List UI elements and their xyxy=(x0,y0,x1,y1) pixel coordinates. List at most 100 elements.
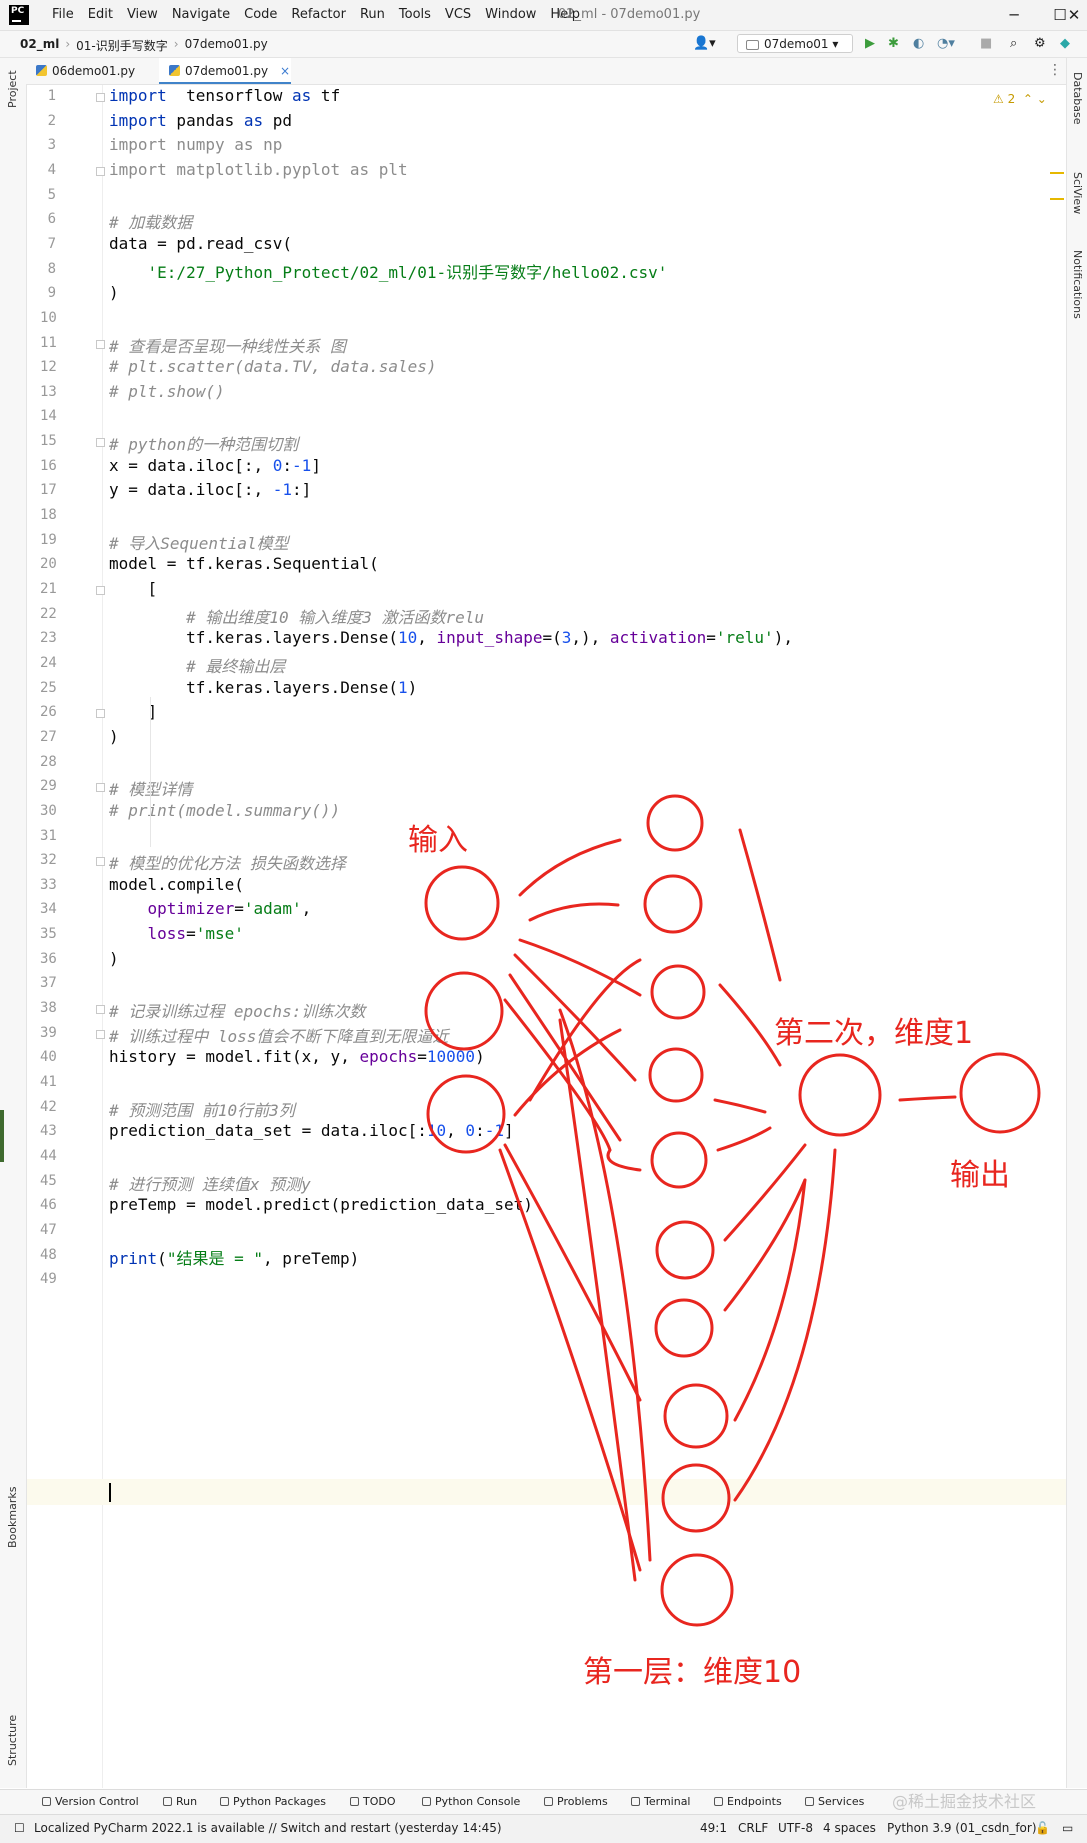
notifications-tool-button[interactable]: Notifications xyxy=(1071,250,1084,319)
code-line[interactable]: ) xyxy=(109,283,119,302)
structure-tool-button[interactable]: Structure xyxy=(6,1714,19,1766)
code-line[interactable]: loss='mse' xyxy=(109,924,244,943)
code-line[interactable]: history = model.fit(x, y, epochs=10000) xyxy=(109,1047,485,1066)
line-number[interactable]: 27 xyxy=(40,728,57,745)
code-line[interactable]: # 导入Sequential模型 xyxy=(109,530,289,554)
code-line[interactable]: # 最终输出层 xyxy=(109,653,285,677)
line-number[interactable]: 23 xyxy=(40,630,57,647)
line-number[interactable]: 43 xyxy=(40,1123,57,1140)
line-number[interactable]: 46 xyxy=(40,1197,57,1214)
line-number[interactable]: 1 xyxy=(47,88,56,104)
line-number[interactable]: 8 xyxy=(47,260,56,277)
line-number[interactable]: 34 xyxy=(40,901,57,918)
code-line[interactable]: # 模型详情 xyxy=(109,776,192,800)
code-line[interactable]: tf.keras.layers.Dense(10, input_shape=(3… xyxy=(109,628,793,647)
line-number[interactable]: 29 xyxy=(40,778,57,795)
line-number[interactable]: 42 xyxy=(40,1098,57,1115)
stop-icon[interactable]: ■ xyxy=(980,36,993,51)
line-number[interactable]: 45 xyxy=(40,1172,57,1189)
fold-marker-icon[interactable] xyxy=(96,438,105,448)
menu-navigate[interactable]: Navigate xyxy=(171,7,231,22)
code-line[interactable]: preTemp = model.predict(prediction_data_… xyxy=(109,1195,533,1214)
menu-vcs[interactable]: VCS xyxy=(444,7,472,22)
line-number[interactable]: 16 xyxy=(40,457,57,474)
code-line[interactable]: data = pd.read_csv( xyxy=(109,234,292,253)
code-line[interactable]: ] xyxy=(109,702,158,721)
run-config-select[interactable]: 07demo01 ▾ xyxy=(737,34,853,53)
python-console-tool-button[interactable]: Python Console xyxy=(422,1795,520,1808)
code-line[interactable]: 'E:/27_Python_Protect/02_ml/01-识别手写数字/he… xyxy=(109,259,668,283)
fold-marker-icon[interactable] xyxy=(96,1005,105,1015)
fold-marker-icon[interactable] xyxy=(96,1029,105,1039)
status-toggle-icon[interactable]: ☐ xyxy=(14,1821,25,1835)
code-line[interactable]: import tensorflow as tf xyxy=(109,86,340,105)
line-number[interactable]: 18 xyxy=(40,507,57,524)
code-line[interactable]: ) xyxy=(109,727,119,746)
code-line[interactable]: # 模型的优化方法 损失函数选择 xyxy=(109,850,346,874)
line-number[interactable]: 36 xyxy=(40,950,57,967)
todo-tool-button[interactable]: TODO xyxy=(350,1795,396,1808)
memory-indicator-icon[interactable]: ▭ xyxy=(1062,1821,1074,1835)
menu-view[interactable]: View xyxy=(126,7,158,22)
breadcrumb-file[interactable]: 07demo01.py xyxy=(184,37,268,51)
endpoints-tool-button[interactable]: Endpoints xyxy=(714,1795,782,1808)
line-number[interactable]: 11 xyxy=(40,334,57,351)
lock-icon[interactable]: 🔓 xyxy=(1035,1821,1050,1835)
code-line[interactable]: # 进行预测 连续值x 预测y xyxy=(109,1171,311,1195)
python-packages-tool-button[interactable]: Python Packages xyxy=(220,1795,326,1808)
line-number[interactable]: 15 xyxy=(40,433,57,450)
line-number[interactable]: 37 xyxy=(40,975,57,992)
code-line[interactable]: ) xyxy=(109,949,119,968)
line-number[interactable]: 40 xyxy=(40,1049,57,1066)
code-line[interactable]: optimizer='adam', xyxy=(109,899,312,918)
menu-code[interactable]: Code xyxy=(244,7,278,22)
error-stripe-mark[interactable] xyxy=(1050,172,1064,174)
line-number[interactable]: 25 xyxy=(40,679,57,696)
bookmarks-tool-button[interactable]: Bookmarks xyxy=(6,1486,19,1548)
line-number[interactable]: 32 xyxy=(40,852,57,869)
error-stripe-mark[interactable] xyxy=(1050,198,1064,200)
file-encoding[interactable]: UTF-8 xyxy=(778,1821,813,1835)
code-line[interactable]: import matplotlib.pyplot as plt xyxy=(109,160,408,179)
line-number[interactable]: 17 xyxy=(40,482,57,499)
sciview-tool-button[interactable]: SciView xyxy=(1071,172,1084,215)
debug-icon[interactable]: ✱ xyxy=(888,36,899,51)
fold-marker-icon[interactable] xyxy=(96,586,105,595)
close-tab-icon[interactable]: × xyxy=(279,64,290,78)
breadcrumb-project[interactable]: 02_ml xyxy=(20,37,60,51)
line-number[interactable]: 38 xyxy=(40,1000,57,1017)
line-number[interactable]: 33 xyxy=(40,876,57,893)
fold-marker-icon[interactable] xyxy=(96,93,105,102)
tab-06demo01[interactable]: 06demo01.py xyxy=(26,58,158,84)
fold-marker-icon[interactable] xyxy=(96,709,105,719)
breadcrumb-folder[interactable]: 01-识别手写数字 xyxy=(76,39,168,53)
problems-tool-button[interactable]: Problems xyxy=(544,1795,608,1808)
line-number[interactable]: 10 xyxy=(40,309,57,326)
more-tabs-icon[interactable]: ⋮ xyxy=(1048,62,1062,78)
gear-icon[interactable]: ⚙ xyxy=(1034,36,1046,51)
line-number[interactable]: 19 xyxy=(40,531,57,548)
line-number[interactable]: 12 xyxy=(40,359,57,376)
menu-help[interactable]: Help xyxy=(550,7,581,22)
line-number[interactable]: 4 xyxy=(47,161,56,178)
line-separator[interactable]: CRLF xyxy=(738,1821,769,1835)
line-number[interactable]: 26 xyxy=(40,704,57,721)
indent-setting[interactable]: 4 spaces xyxy=(823,1821,876,1835)
code-line[interactable]: model.compile( xyxy=(109,875,244,894)
line-number[interactable]: 22 xyxy=(40,605,57,622)
tab-07demo01[interactable]: 07demo01.py × xyxy=(159,58,291,84)
line-number[interactable]: 13 xyxy=(40,383,57,400)
line-number[interactable]: 48 xyxy=(40,1246,57,1263)
line-number[interactable]: 3 xyxy=(47,137,56,154)
jetbrains-update-icon[interactable]: ◆ xyxy=(1060,36,1070,51)
line-number[interactable]: 49 xyxy=(40,1271,57,1288)
code-line[interactable]: # 预测范围 前10行前3列 xyxy=(109,1097,295,1121)
user-icon[interactable]: 👤▾ xyxy=(693,36,716,51)
code-line[interactable]: import pandas as pd xyxy=(109,111,292,130)
coverage-icon[interactable]: ◐ xyxy=(913,36,925,51)
line-number[interactable]: 21 xyxy=(40,581,57,597)
line-number[interactable]: 20 xyxy=(40,556,57,573)
project-tool-button[interactable]: Project xyxy=(6,70,19,108)
line-number[interactable]: 7 xyxy=(47,235,56,252)
maximize-button[interactable]: ☐ xyxy=(1053,6,1067,24)
